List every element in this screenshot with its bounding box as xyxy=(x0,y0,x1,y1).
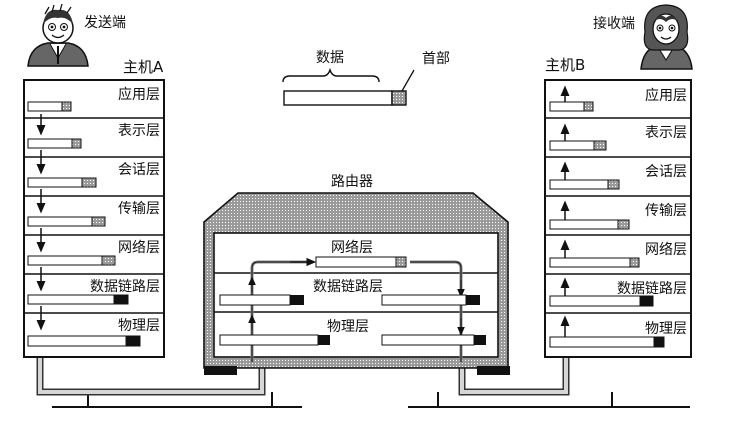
host-b-layer-presentation: 表示层 xyxy=(645,125,687,141)
host-b-layer-application: 应用层 xyxy=(645,87,687,104)
router-label: 路由器 xyxy=(331,174,373,190)
host-b-layer-transport: 传输层 xyxy=(645,203,687,219)
receiver-label: 接收端 xyxy=(593,15,635,32)
host-a-layer-presentation: 表示层 xyxy=(118,123,160,139)
packet-legend xyxy=(282,67,415,106)
header-label: 首部 xyxy=(422,51,450,67)
host-b-label: 主机B xyxy=(545,56,585,74)
sender-avatar-icon xyxy=(27,3,89,67)
host-b-layer-network: 网络层 xyxy=(645,242,687,258)
host-a-label: 主机A xyxy=(123,58,164,76)
sender-label: 发送端 xyxy=(84,15,126,31)
host-a-layer-physical: 物理层 xyxy=(118,318,160,334)
router-layer-physical: 物理层 xyxy=(327,319,369,335)
host-b-stack xyxy=(544,79,692,358)
router-box xyxy=(203,192,510,375)
host-b-layer-session: 会话层 xyxy=(645,164,687,180)
host-a-stack xyxy=(23,79,165,358)
host-b-layer-datalink: 数据链路层 xyxy=(617,281,687,297)
host-a-layer-transport: 传输层 xyxy=(118,201,160,217)
host-a-layer-session: 会话层 xyxy=(118,162,160,178)
host-a-layer-network: 网络层 xyxy=(118,240,160,256)
host-a-layer-datalink: 数据链路层 xyxy=(90,279,160,295)
host-a-layer-application: 应用层 xyxy=(118,86,160,103)
receiver-avatar-icon xyxy=(640,4,693,70)
router-layer-datalink: 数据链路层 xyxy=(313,279,383,295)
router-layer-network: 网络层 xyxy=(331,240,373,256)
data-label: 数据 xyxy=(316,50,344,66)
host-b-layer-physical: 物理层 xyxy=(645,321,687,337)
